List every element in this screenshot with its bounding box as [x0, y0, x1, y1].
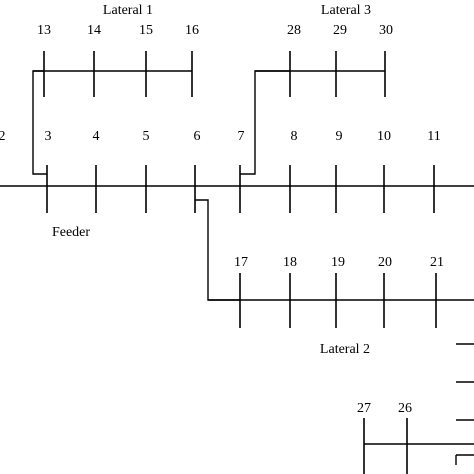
node-label-21: 21 [430, 255, 444, 270]
node-label-27: 27 [357, 401, 371, 416]
lateral-1-title: Lateral 1 [103, 3, 153, 18]
node-label-11: 11 [427, 129, 440, 144]
node-label-7: 7 [238, 129, 245, 144]
node-label-19: 19 [331, 255, 345, 270]
lateral-3-title: Lateral 3 [321, 3, 371, 18]
node-label-30: 30 [379, 23, 393, 38]
node-label-16: 16 [185, 23, 199, 38]
node-label-28: 28 [287, 23, 301, 38]
node-label-3: 3 [45, 129, 52, 144]
feeder-title: Feeder [52, 225, 90, 240]
node-label-9: 9 [336, 129, 343, 144]
node-label-15: 15 [139, 23, 153, 38]
node-label-5: 5 [143, 129, 150, 144]
node-label-8: 8 [291, 129, 298, 144]
node-label-14: 14 [87, 23, 101, 38]
node-label-20: 20 [378, 255, 392, 270]
lateral-3-connector [240, 70, 290, 175]
lateral-2-connector [195, 199, 240, 301]
node-label-4: 4 [93, 129, 100, 144]
node-label-29: 29 [333, 23, 347, 38]
node-label-17: 17 [234, 255, 248, 270]
node-label-13: 13 [37, 23, 51, 38]
node-label-18: 18 [283, 255, 297, 270]
node-label-6: 6 [194, 129, 201, 144]
lateral-1-connector [32, 70, 47, 175]
node-label-2: 2 [0, 129, 6, 144]
node-label-10: 10 [377, 129, 391, 144]
node-label-26: 26 [398, 401, 412, 416]
lateral-2-title: Lateral 2 [320, 342, 370, 357]
